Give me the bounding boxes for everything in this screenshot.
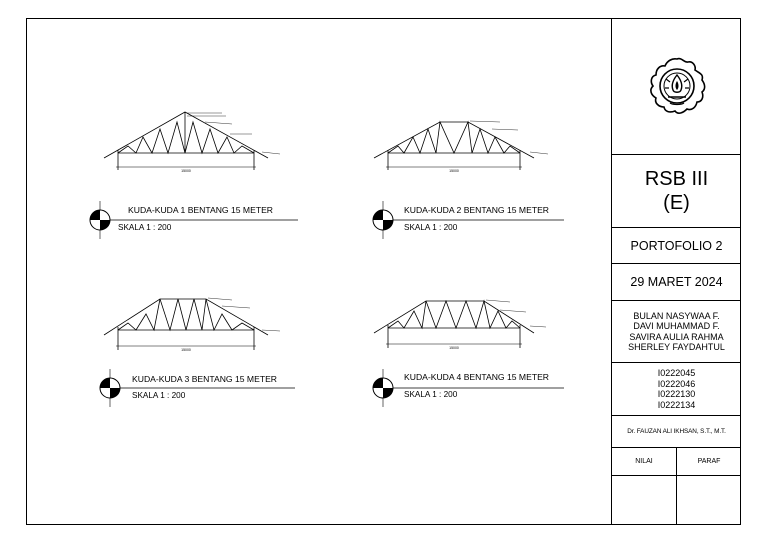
drawing-3-scale: SKALA 1 : 200 xyxy=(132,391,186,400)
truss-1-elevation xyxy=(103,111,269,170)
sign-label: PARAF xyxy=(697,458,721,465)
drawing-1-title: KUDA-KUDA 1 BENTANG 15 METER xyxy=(128,205,274,215)
truss-3-annotations xyxy=(207,297,281,332)
date-cell: 29 MARET 2024 xyxy=(612,264,741,301)
truss-1-annotations xyxy=(187,112,281,155)
truss-4-dimension: 15000 xyxy=(449,346,459,350)
grade-label: NILAI xyxy=(612,448,677,475)
logo-cell xyxy=(612,18,741,155)
grade-header-row: NILAI PARAF xyxy=(612,448,741,476)
grade-box xyxy=(612,476,677,524)
course-cell: RSB III (E) xyxy=(612,155,741,228)
section-marker-3 xyxy=(99,369,295,407)
member-name: BULAN NASYWAA F. xyxy=(633,310,720,321)
truss-2-elevation xyxy=(373,120,535,170)
drawing-2-title: KUDA-KUDA 2 BENTANG 15 METER xyxy=(404,205,550,215)
section-marker-1 xyxy=(89,201,298,239)
university-logo-icon xyxy=(649,57,705,114)
drawing-1-scale: SKALA 1 : 200 xyxy=(118,223,172,232)
student-id: I0222134 xyxy=(657,399,696,410)
grade-sign-row xyxy=(612,476,741,524)
truss-1-dimension: 15000 xyxy=(181,169,191,173)
section-marker-2 xyxy=(372,201,564,239)
team-names-cell: BULAN NASYWAA F. DAVI MUHAMMAD F. SAVIRA… xyxy=(612,301,741,363)
student-id: I0222045 xyxy=(657,368,696,378)
drawing-sheet-border xyxy=(26,18,741,525)
member-name: SAVIRA AULIA RAHMA xyxy=(629,331,724,342)
drawing-3-title: KUDA-KUDA 3 BENTANG 15 METER xyxy=(132,374,278,384)
drawing-4-scale: SKALA 1 : 200 xyxy=(404,390,458,399)
class-code: (E) xyxy=(663,192,690,214)
student-id: I0222046 xyxy=(657,378,696,389)
truss-3-elevation xyxy=(103,298,269,350)
truss-2-dimension: 15000 xyxy=(449,169,459,173)
member-name: DAVI MUHAMMAD F. xyxy=(633,321,720,331)
member-name: SHERLEY FAYDAHTUL xyxy=(628,342,725,352)
drawing-4-title: KUDA-KUDA 4 BENTANG 15 METER xyxy=(404,372,550,382)
student-ids-cell: I0222045 I0222046 I0222130 I0222134 xyxy=(612,363,741,416)
course-name: RSB III xyxy=(644,168,709,190)
truss-2-annotations xyxy=(469,120,549,155)
title-block: RSB III (E) PORTOFOLIO 2 29 MARET 2024 B… xyxy=(611,18,741,525)
student-id: I0222130 xyxy=(657,389,696,399)
sign-box xyxy=(677,476,741,524)
assignment-title: PORTOFOLIO 2 xyxy=(630,238,723,253)
truss-3-dimension: 15000 xyxy=(181,348,191,352)
lecturer-name: Dr. FAUZAN ALI IKHSAN, S.T., M.T. xyxy=(627,428,726,435)
assignment-cell: PORTOFOLIO 2 xyxy=(612,228,741,264)
lecturer-cell: Dr. FAUZAN ALI IKHSAN, S.T., M.T. xyxy=(612,416,741,448)
section-marker-4 xyxy=(372,369,564,407)
date-text: 29 MARET 2024 xyxy=(630,275,723,289)
drawing-2-scale: SKALA 1 : 200 xyxy=(404,223,458,232)
truss-4-elevation xyxy=(373,299,535,348)
truss-4-annotations xyxy=(485,299,547,328)
